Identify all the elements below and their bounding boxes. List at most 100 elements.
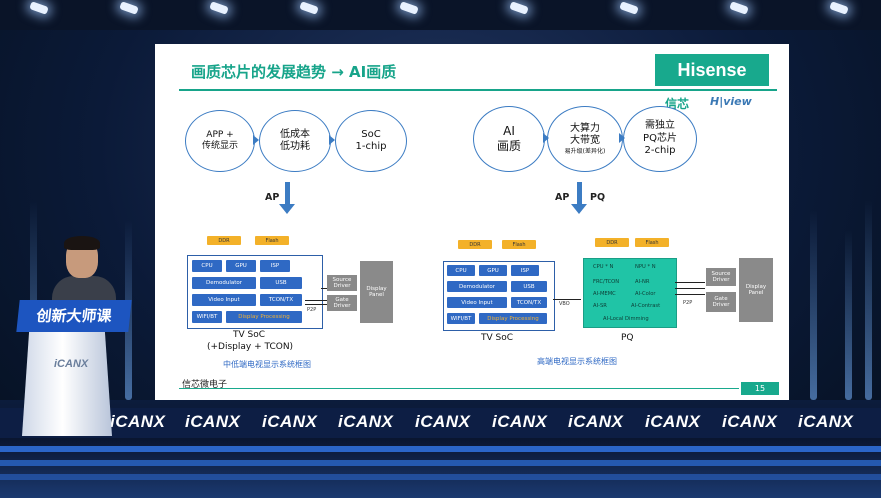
pq-cell: AI-Contrast	[631, 303, 661, 309]
display-processing-cell: Display Processing	[226, 311, 302, 323]
stage-step	[0, 446, 881, 452]
source-driver-block: Source Driver	[327, 275, 357, 291]
circle-line: 低成本	[280, 128, 310, 140]
caption-tv-soc: TV SoC	[481, 333, 514, 343]
stage-step	[0, 474, 881, 480]
pq-cell: AI-Local Dimming	[603, 316, 649, 322]
pq-flash-block: Flash	[635, 238, 669, 247]
bus-line	[321, 288, 327, 289]
gpu-cell: GPU	[479, 265, 507, 276]
title-divider	[179, 89, 777, 91]
arrow-label-ap: AP	[555, 192, 570, 203]
arrow-right-icon	[253, 135, 259, 145]
wifi-bt-cell: WIFI/BT	[447, 313, 475, 324]
stage-step	[0, 460, 881, 466]
flow-circle-app: APP + 传统显示	[185, 110, 255, 172]
arrow-right-icon	[543, 133, 549, 143]
pq-cell: NPU * N	[635, 264, 656, 270]
vbo-line	[553, 299, 581, 300]
flow-circle-soc: SoC 1-chip	[335, 110, 407, 172]
down-arrow-shaft	[285, 182, 290, 204]
circle-line: 低功耗	[280, 141, 310, 152]
ddr-block: DDR	[458, 240, 492, 249]
flow-circle-pq: 需独立 PQ芯片 2-chip	[623, 106, 697, 172]
banner-logo: iCANX	[185, 412, 241, 431]
arrow-label-ap: AP	[265, 192, 280, 203]
p2p-label: P2P	[683, 300, 693, 306]
tv-soc-chip	[187, 255, 323, 329]
gate-driver-block: Gate Driver	[706, 292, 736, 312]
p2p-line	[305, 300, 327, 301]
circle-line: SoC	[361, 128, 381, 140]
circle-line: 画质	[496, 139, 521, 153]
circle-line: 2-chip	[644, 145, 676, 157]
isp-cell: ISP	[260, 260, 290, 272]
speaker	[52, 236, 116, 308]
footer-company: 信芯微电子	[182, 380, 228, 390]
arrow-label-pq: PQ	[590, 192, 606, 203]
pq-cell: AI-Color	[635, 291, 656, 297]
flow-circle-compute: 大算力 大带宽 易升级(差异化)	[547, 106, 623, 172]
pq-cell: CPU * N	[593, 264, 614, 270]
isp-cell: ISP	[511, 265, 539, 276]
caption-low-end: 中低端电视显示系统框图	[223, 360, 311, 369]
circle-line: AI	[503, 124, 515, 138]
source-driver-block: Source Driver	[706, 268, 736, 286]
arrow-right-icon	[329, 135, 335, 145]
pq-ddr-block: DDR	[595, 238, 629, 247]
flow-circle-ai: AI 画质	[473, 106, 545, 172]
pq-chip	[583, 258, 677, 328]
p2p-label: P2P	[307, 307, 317, 313]
p2p-line	[675, 288, 705, 289]
podium-title: 创新大师课	[16, 300, 132, 332]
usb-cell: USB	[260, 277, 302, 289]
caption-pq: PQ	[621, 333, 634, 343]
podium	[22, 330, 112, 436]
banner-logo: iCANX	[568, 412, 624, 431]
display-panel-block: Display Panel	[360, 261, 393, 323]
arrow-right-icon	[619, 133, 625, 143]
vbo-label: VBO	[559, 301, 570, 307]
circle-line: PQ芯片	[643, 132, 677, 144]
presentation-slide: 画质芯片的发展趋势 → AI画质 Hisense 信芯 H|view APP +…	[155, 44, 789, 400]
down-arrow-icon	[571, 204, 587, 214]
speaker-hair	[64, 236, 100, 250]
banner-logo: iCANX	[798, 412, 854, 431]
pq-cell: FRC/TCON	[593, 279, 620, 285]
display-panel-block: Display Panel	[739, 258, 773, 322]
banner-logo: iCANX	[722, 412, 778, 431]
banner-logo: iCANX	[492, 412, 548, 431]
hiview-logo: H|view	[710, 95, 752, 108]
down-arrow-icon	[279, 204, 295, 214]
gpu-cell: GPU	[226, 260, 256, 272]
caption-high-end: 高端电视显示系统框图	[537, 357, 617, 366]
light-beam	[865, 200, 872, 400]
cpu-cell: CPU	[447, 265, 475, 276]
page-number: 15	[741, 382, 779, 395]
circle-line: 1-chip	[355, 141, 387, 152]
p2p-line	[675, 282, 705, 283]
display-processing-cell: Display Processing	[479, 313, 547, 324]
usb-cell: USB	[511, 281, 547, 292]
pq-cell: AI-SR	[593, 303, 607, 309]
banner-logo: iCANX	[645, 412, 701, 431]
wifi-bt-cell: WIFI/BT	[192, 311, 222, 323]
stage-banner	[0, 408, 881, 438]
banner-logo: iCANX	[415, 412, 471, 431]
flash-block: Flash	[502, 240, 536, 249]
gate-driver-block: Gate Driver	[327, 295, 357, 311]
demodulator-cell: Demodulator	[192, 277, 256, 289]
caption-display-tcon: (+Display + TCON)	[207, 342, 294, 352]
pq-cell: AI-NR	[635, 279, 650, 285]
p2p-line	[675, 294, 705, 295]
circle-line: 易升级(差异化)	[564, 147, 606, 155]
ddr-block: DDR	[207, 236, 241, 245]
banner-logo: iCANX	[262, 412, 318, 431]
tv-soc-chip	[443, 261, 555, 331]
podium-logo: iCANX	[54, 358, 89, 370]
flash-block: Flash	[255, 236, 289, 245]
video-input-cell: Video Input	[447, 297, 507, 308]
light-beam	[845, 230, 852, 400]
banner-logo: iCANX	[338, 412, 394, 431]
caption-tv-soc: TV SoC	[233, 330, 266, 340]
